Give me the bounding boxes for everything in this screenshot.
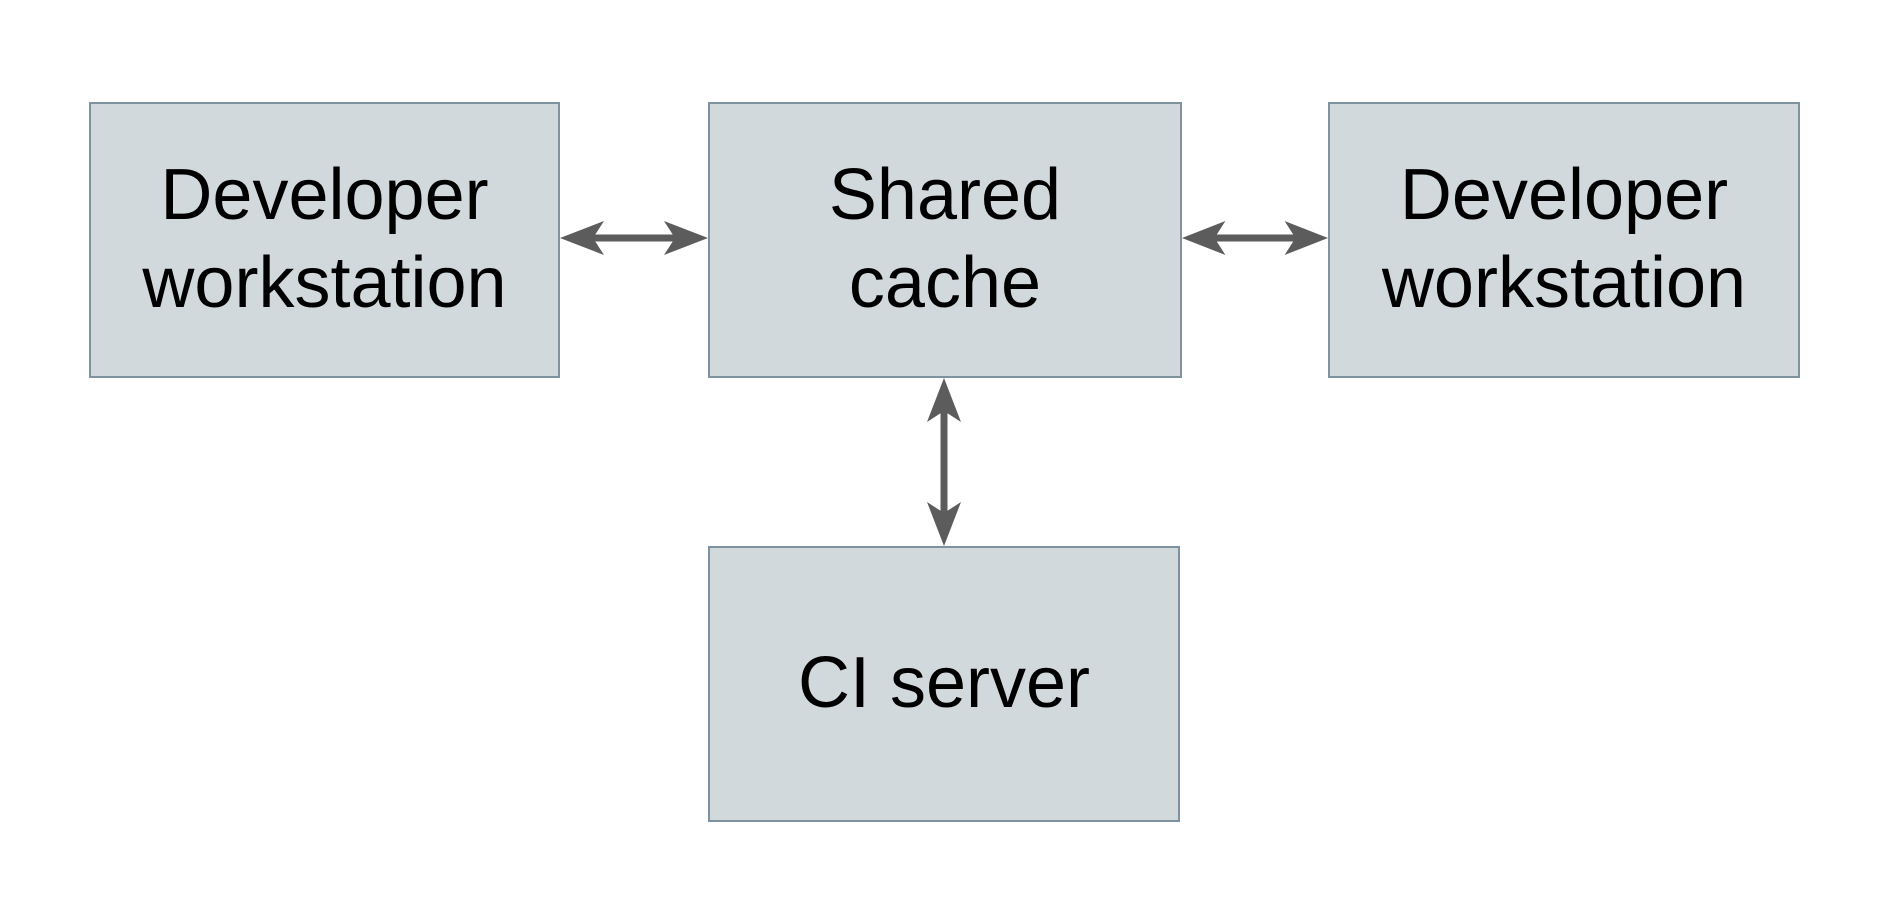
node-developer-workstation-left: Developer workstation <box>89 102 560 378</box>
node-label: Shared cache <box>828 155 1062 323</box>
node-developer-workstation-right: Developer workstation <box>1328 102 1800 378</box>
node-ci-server: CI server <box>708 546 1180 822</box>
node-label: Developer workstation <box>1381 155 1747 323</box>
node-shared-cache: Shared cache <box>708 102 1182 378</box>
bidirectional-arrow-cache-to-ci-server <box>920 378 968 546</box>
bidirectional-arrow-left-workstation-to-cache <box>560 214 708 262</box>
node-label: Developer workstation <box>142 155 507 323</box>
node-label: CI server <box>797 643 1091 724</box>
bidirectional-arrow-cache-to-right-workstation <box>1182 214 1328 262</box>
